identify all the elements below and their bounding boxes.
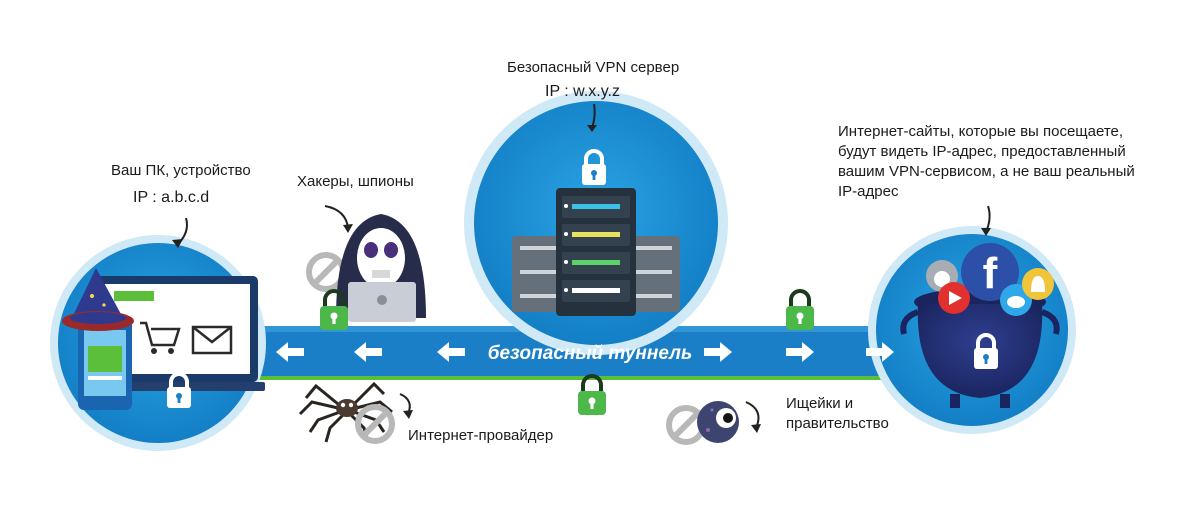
mail-icon <box>191 325 233 355</box>
server-ip: IP : w.x.y.z <box>545 83 620 100</box>
youtube-icon <box>938 282 970 314</box>
cart-icon <box>140 321 181 354</box>
blocked-icon <box>358 407 392 441</box>
svg-text:f: f <box>983 249 998 298</box>
device-ip: IP : a.b.c.d <box>133 189 210 206</box>
server-rack <box>512 188 680 316</box>
hackers-label: Хакеры, шпионы <box>297 173 414 190</box>
hacker-figure <box>336 214 426 322</box>
server-title: Безопасный VPN сервер <box>507 59 680 76</box>
twitter-icon <box>1000 284 1032 316</box>
lock-icon <box>318 289 350 332</box>
phone <box>78 320 132 410</box>
sites-line-1: Интернет-сайты, которые вы посещаете, <box>838 123 1124 140</box>
device-title: Ваш ПК, устройство <box>111 162 251 179</box>
lock-icon <box>576 374 608 417</box>
sites-line-3: вашим VPN-сервисом, а не ваш реальный <box>838 163 1135 180</box>
provider-label: Интернет-провайдер <box>408 427 554 444</box>
snapchat-icon <box>1022 268 1054 300</box>
sites-label: Интернет-сайты, которые вы посещаете, бу… <box>838 122 1135 202</box>
curved-arrow <box>745 401 760 429</box>
spider-icon <box>298 381 393 443</box>
gov-line-2: правительство <box>786 415 889 432</box>
eyeball-icon <box>697 401 739 443</box>
facebook-icon: f <box>961 243 1019 301</box>
tunnel-label: безопасный туннель <box>488 343 693 364</box>
gov-line-1: Ищейки и <box>786 395 854 412</box>
sites-line-4: IP-адрес <box>838 183 899 200</box>
sites-line-2: будут видеть IP-адрес, предоставленный <box>838 143 1126 160</box>
wizard-hat-icon <box>62 268 134 331</box>
lock-icon <box>784 289 816 332</box>
gov-label: Ищейки и правительство <box>786 394 889 434</box>
